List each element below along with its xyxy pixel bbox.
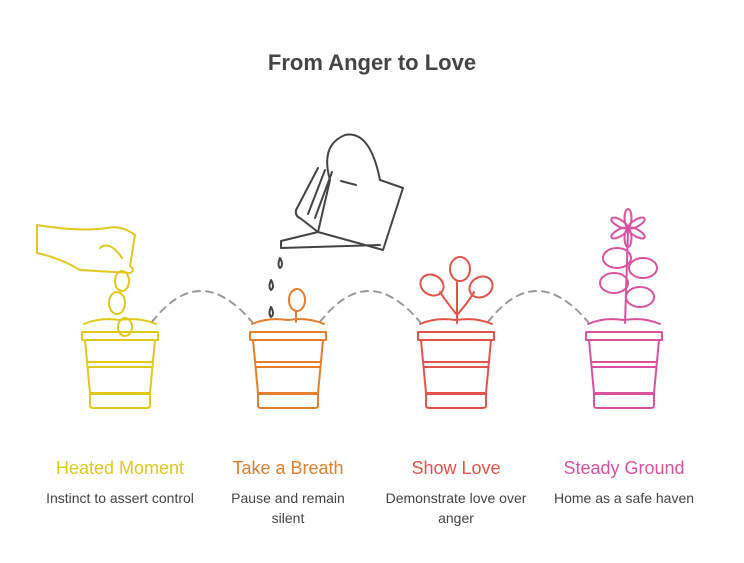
flowering-plant-icon (585, 208, 663, 409)
step-heated-moment: Heated Moment Instinct to assert control (45, 456, 195, 508)
leafy-plant-icon (417, 256, 495, 409)
step-show-love: Show Love Demonstrate love over anger (381, 456, 531, 528)
sprout-icon (249, 288, 327, 409)
hand-seeds-icon (36, 224, 159, 409)
step-description: Instinct to assert control (46, 490, 194, 506)
diagram-title: From Anger to Love (267, 50, 477, 75)
watering-can-icon (268, 133, 404, 318)
step-title: Heated Moment (55, 458, 185, 478)
step-title: Take a Breath (232, 458, 344, 478)
step-title: Show Love (411, 458, 501, 478)
step-steady-ground: Steady Ground Home as a safe haven (549, 456, 699, 508)
step-description: Home as a safe haven (553, 490, 695, 506)
step-title: Steady Ground (563, 458, 685, 478)
step-take-a-breath: Take a Breath Pause and remain silent (213, 456, 363, 528)
step-description: Pause and remain silent (231, 490, 345, 526)
step-description: Demonstrate love over anger (385, 490, 527, 526)
connector-arcs (151, 290, 589, 323)
